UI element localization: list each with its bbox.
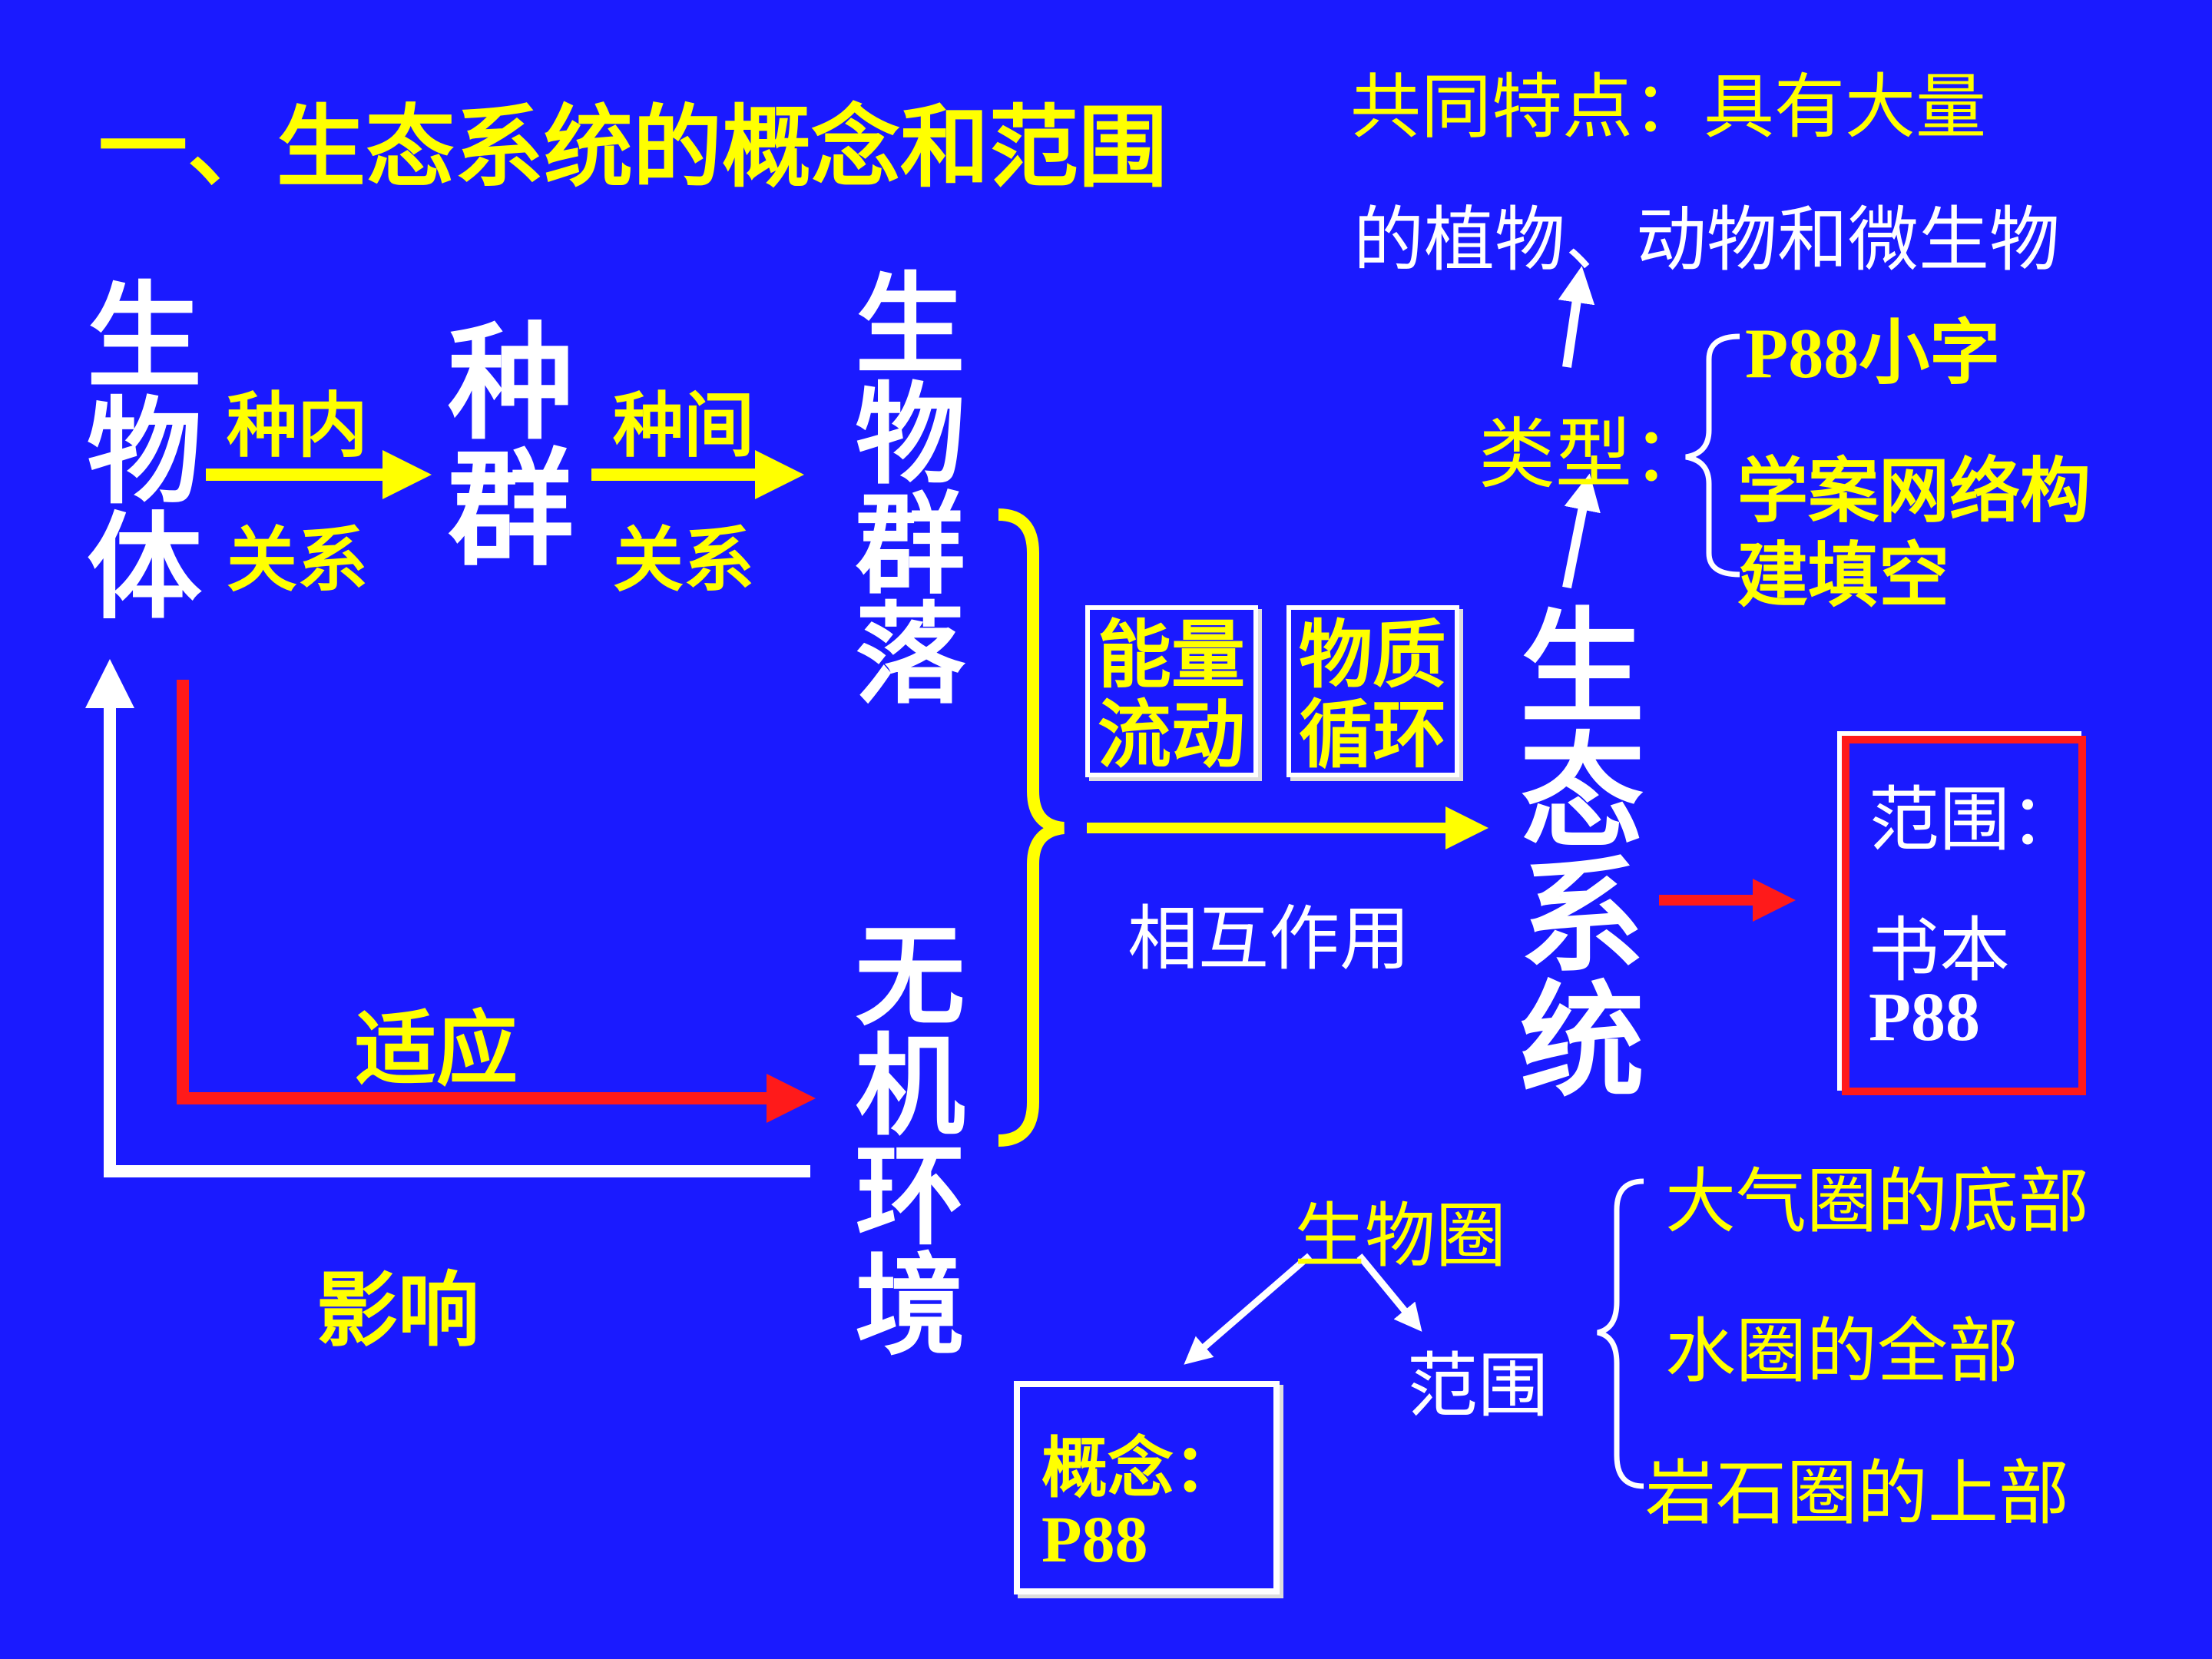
- types-brace: [1685, 333, 1740, 578]
- page-title: 一、生态系统的概念和范围: [98, 96, 1167, 200]
- matter-cycle-box: 物质循环: [1286, 605, 1459, 777]
- community-label: 生物群落: [855, 261, 965, 719]
- common-features-line2: 的植物、动物和微生物: [1353, 199, 2061, 281]
- adapt-label: 适应: [355, 1002, 518, 1097]
- ecosystem-scope-box: 范围： 书本 P88: [1842, 736, 2086, 1095]
- interaction-label: 相互作用: [1128, 898, 1411, 980]
- biosphere-concept-arrow: [1184, 1253, 1312, 1365]
- inter-top-label: 种间: [613, 385, 755, 467]
- types-label: 类型：: [1479, 409, 1709, 499]
- scope-box-line2: P88: [1869, 979, 1980, 1055]
- population-label: 种群: [447, 310, 574, 583]
- types-option-1: P88小字: [1745, 314, 2001, 392]
- abiotic-label: 无机环境: [855, 912, 965, 1370]
- concept-line1: 概念：: [1041, 1430, 1240, 1507]
- intra-top-label: 种内: [227, 385, 369, 467]
- types-arrow: [1562, 473, 1601, 589]
- scope-item-1: 大气圈的底部: [1665, 1161, 2090, 1243]
- concept-line2: P88: [1041, 1502, 1148, 1576]
- types-option-2b: 建填空: [1737, 535, 1950, 617]
- organism-label: 生物体: [86, 271, 202, 635]
- matter-cycle-text: 物质循环: [1299, 612, 1446, 778]
- brace: [998, 508, 1065, 1147]
- biosphere-scope-arrow: [1356, 1253, 1422, 1332]
- intra-bottom-label: 关系: [227, 519, 369, 601]
- biosphere-label: 生物圈: [1294, 1195, 1507, 1277]
- influence-label: 影响: [316, 1263, 479, 1358]
- scope-box-title: 范围：: [1869, 779, 2081, 861]
- adapt-arrow: [177, 680, 816, 1123]
- types-option-2a: 学案网络构: [1737, 450, 2091, 532]
- biosphere-concept-box: 概念： P88: [1014, 1381, 1280, 1594]
- biosphere-scope-label: 范围: [1407, 1345, 1549, 1427]
- inter-bottom-label: 关系: [613, 519, 755, 601]
- scope-item-3: 岩石圈的上部: [1645, 1452, 2070, 1535]
- energy-flow-box: 能量流动: [1085, 605, 1258, 777]
- influence-arrow: [85, 659, 810, 1177]
- scope-box-line1: 书本: [1869, 909, 2011, 992]
- ecosystem-label: 生态系统: [1520, 597, 1644, 1114]
- energy-flow-text: 能量流动: [1098, 612, 1245, 778]
- common-arrow: [1558, 266, 1595, 368]
- scope-brace: [1597, 1178, 1644, 1489]
- scope-item-2: 水圈的全部: [1665, 1310, 2019, 1392]
- common-features-line1: 共同特点：具有大量: [1350, 66, 1987, 148]
